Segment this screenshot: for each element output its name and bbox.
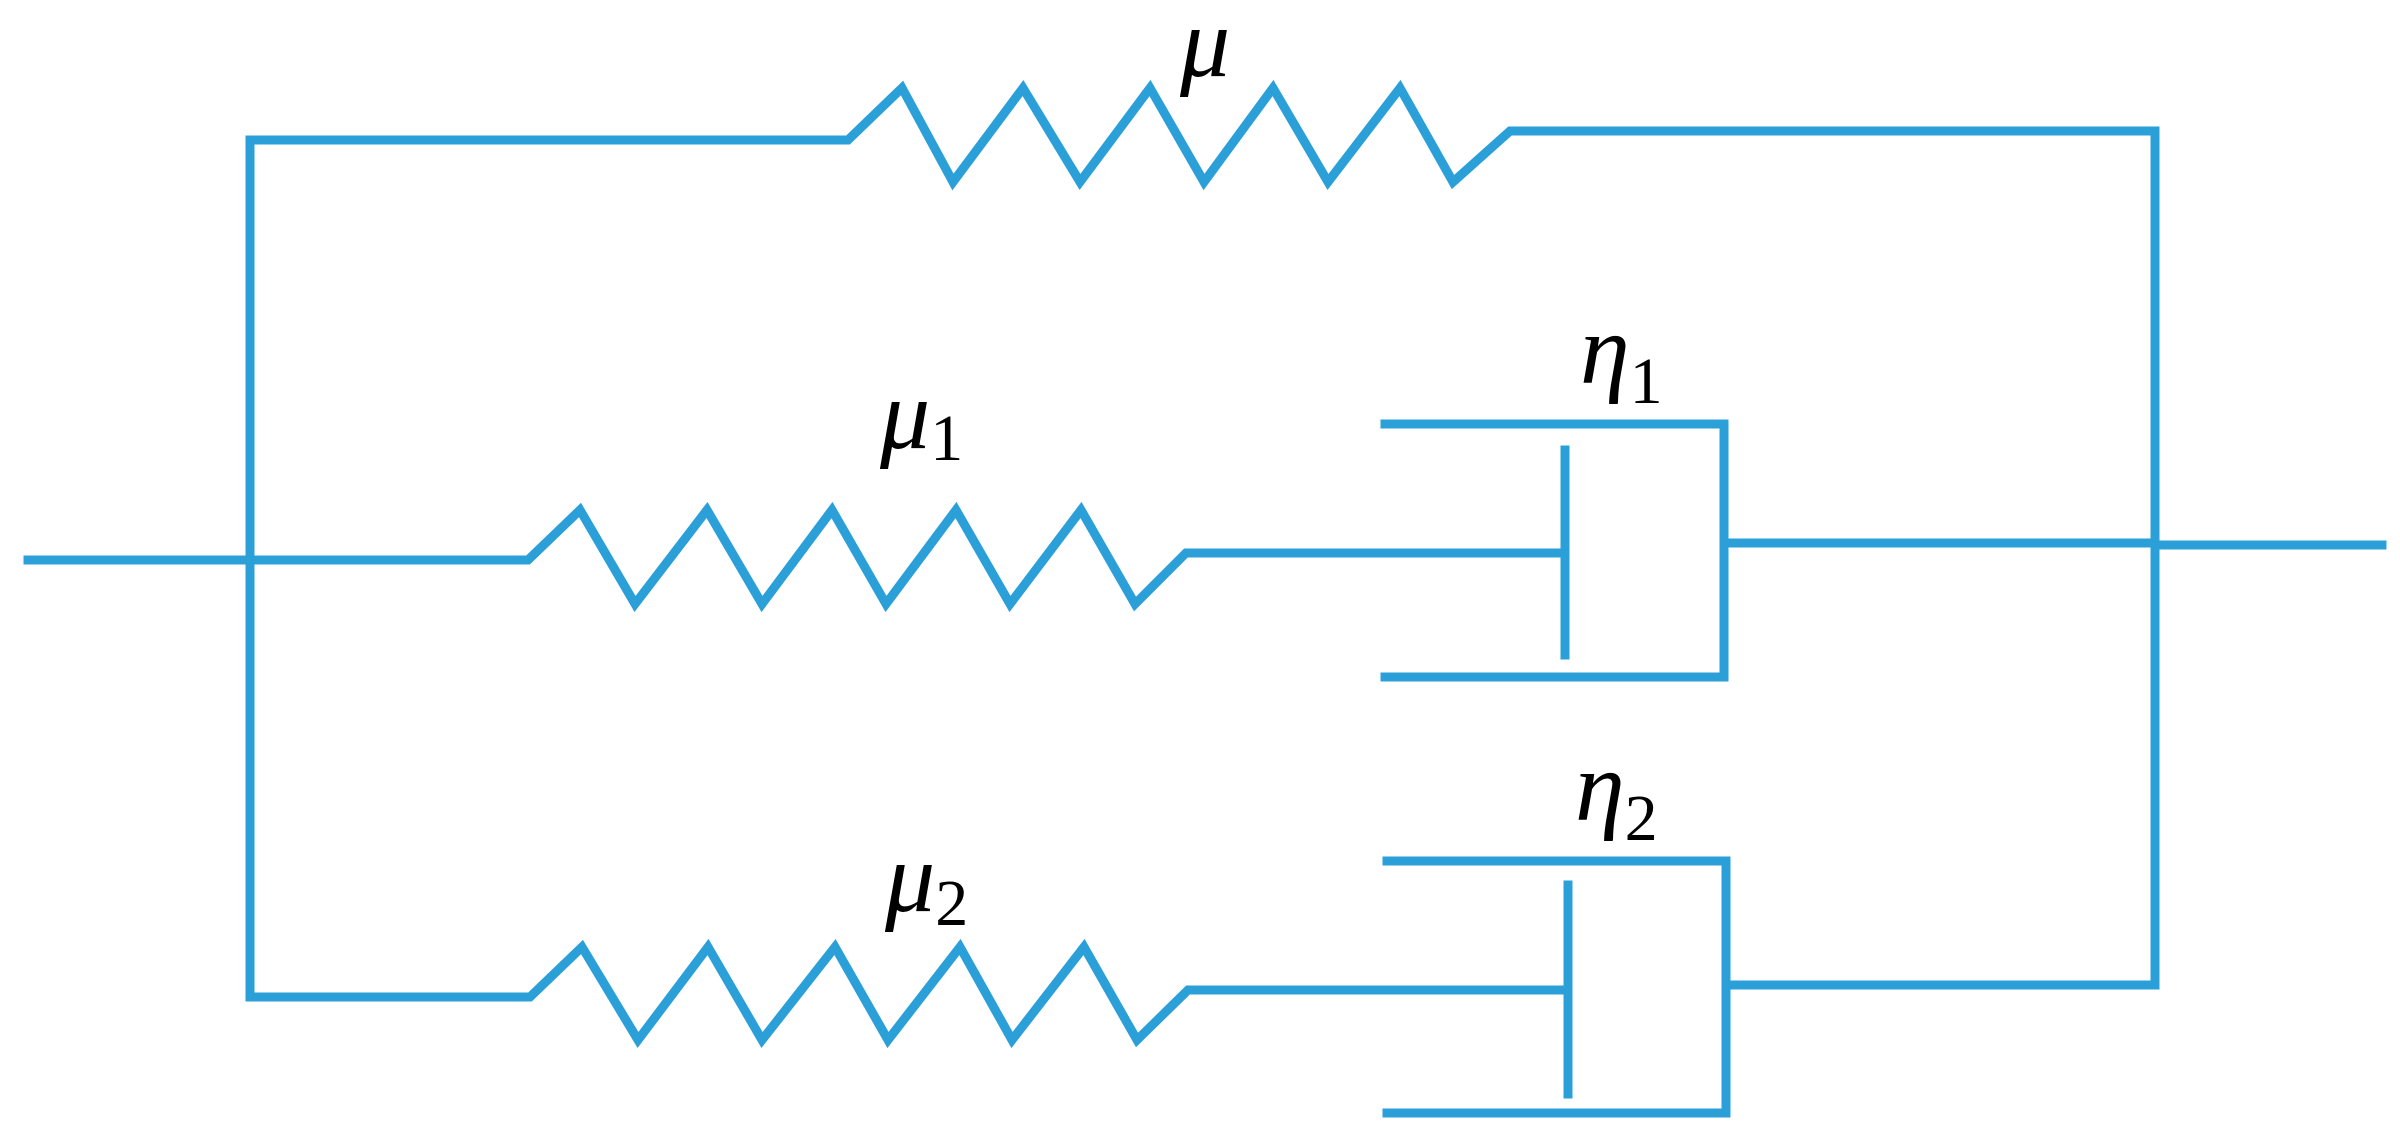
label-mu-symbol: μ [1179, 0, 1230, 98]
label-mu1-symbol: μ [879, 359, 930, 470]
dashpot-eta1-housing [1380, 419, 1729, 682]
label-mu1-subscript: 1 [930, 402, 963, 475]
spring-mu [245, 79, 2160, 191]
label-mu: μ [1179, 0, 1230, 98]
label-eta1: η1 [1580, 294, 1663, 418]
label-eta2-subscript: 2 [1625, 782, 1658, 855]
label-mu2-symbol: μ [884, 822, 935, 933]
label-mu1: μ1 [879, 359, 963, 475]
spring-mu1 [245, 501, 1570, 613]
label-eta1-symbol: η [1580, 294, 1630, 405]
spring-mu2 [245, 938, 1573, 1049]
label-eta2-symbol: η [1575, 731, 1625, 842]
label-mu2-subscript: 2 [935, 867, 968, 940]
label-mu2: μ2 [884, 822, 968, 940]
label-eta2: η2 [1575, 731, 1658, 855]
label-eta1-subscript: 1 [1630, 345, 1663, 418]
